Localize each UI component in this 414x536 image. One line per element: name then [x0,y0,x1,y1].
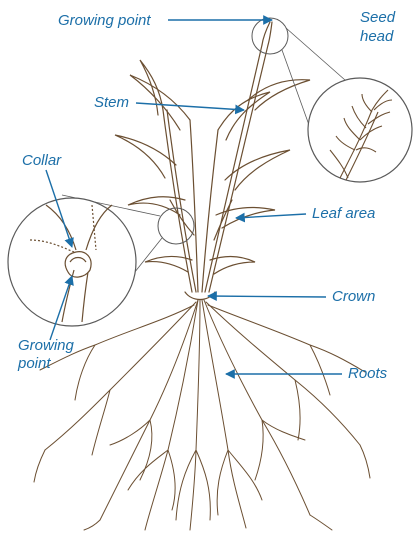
arrow-crown [208,296,326,297]
label-roots: Roots [348,365,388,382]
label-seed-head-line2: head [360,28,394,45]
seed-head-inset [308,78,412,182]
label-growing-point-inset-line1: Growing [18,337,75,354]
collar-zoom-marker [158,208,194,244]
label-leaf-area: Leaf area [312,205,375,222]
inset-connector-line [286,28,345,80]
label-crown: Crown [332,288,375,305]
roots-illustration [34,300,370,530]
collar-inset [8,198,136,326]
plant-illustration [115,22,310,300]
arrow-stem [136,103,244,110]
label-collar: Collar [22,152,62,169]
label-seed-head-line1: Seed [360,9,396,26]
label-growing-point-inset-line2: point [17,355,51,372]
label-stem: Stem [94,94,129,111]
label-growing-point-top: Growing point [58,12,151,29]
